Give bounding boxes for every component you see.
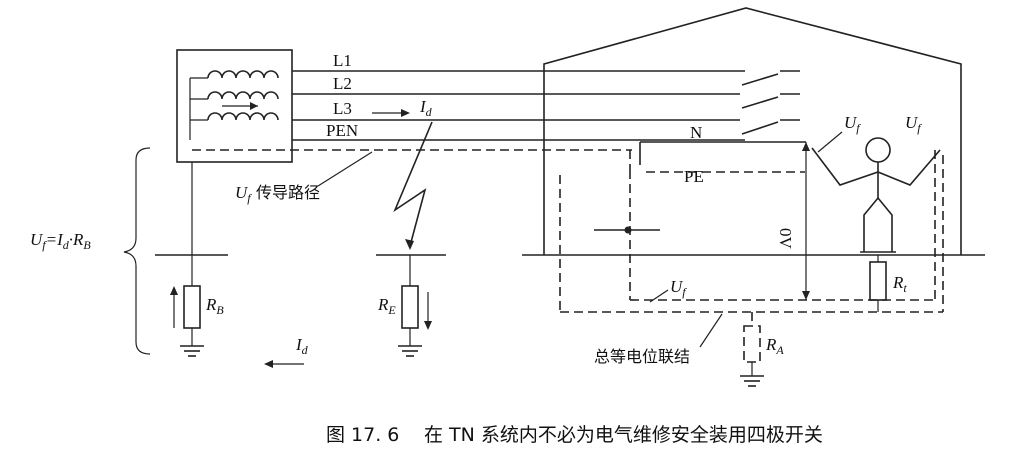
disconnect-switch (741, 70, 800, 135)
label-zero-volt: 0V (776, 228, 795, 250)
fault-path-leader (317, 151, 373, 187)
bonding-leader (699, 313, 723, 348)
label-l1: L1 (333, 51, 352, 70)
label-uf-right: Uf (905, 113, 922, 135)
label-rt: Rt (892, 273, 907, 295)
resistor-rb (183, 285, 201, 329)
transformer-box (176, 49, 293, 163)
label-re: RE (377, 295, 396, 317)
voltage-brace (123, 147, 151, 355)
earth-rb (155, 162, 228, 357)
formula-uf: Uf=Id·RB (30, 230, 91, 252)
label-l3: L3 (333, 99, 352, 118)
label-id-bottom: Id (295, 335, 309, 357)
label-main-bonding: 总等电位联结 (594, 347, 690, 366)
label-ra: RA (765, 335, 784, 357)
label-l2: L2 (333, 74, 352, 93)
junction-dot (624, 226, 632, 234)
label-id-top: Id (419, 97, 433, 119)
figure-caption: 在 TN 系统内不必为电气维修安全装用四极开关 (424, 424, 823, 446)
figure-number: 图 17. 6 (326, 424, 399, 446)
transformer (176, 49, 293, 163)
transformer-coil-3 (207, 112, 279, 121)
fault-lightning (393, 121, 433, 247)
transformer-coil-2 (207, 91, 279, 100)
label-pe: PE (684, 167, 704, 186)
label-fault-path: 传导路径 (256, 183, 320, 202)
person-figure (811, 137, 941, 253)
label-n: N (690, 123, 702, 142)
label-pen: PEN (326, 121, 358, 140)
label-uf-bottom: Uf (670, 277, 687, 299)
earth-re (376, 254, 446, 357)
resistor-re (401, 285, 419, 329)
resistor-ra (743, 325, 761, 363)
earth-ra (740, 312, 764, 387)
resistance-rt (869, 255, 887, 312)
building-outline (543, 7, 962, 255)
label-uf-hand: Uf (844, 113, 861, 135)
label-rb: RB (205, 295, 224, 317)
label-uf-path: Uf (235, 183, 252, 205)
transformer-coil-1 (207, 70, 279, 79)
